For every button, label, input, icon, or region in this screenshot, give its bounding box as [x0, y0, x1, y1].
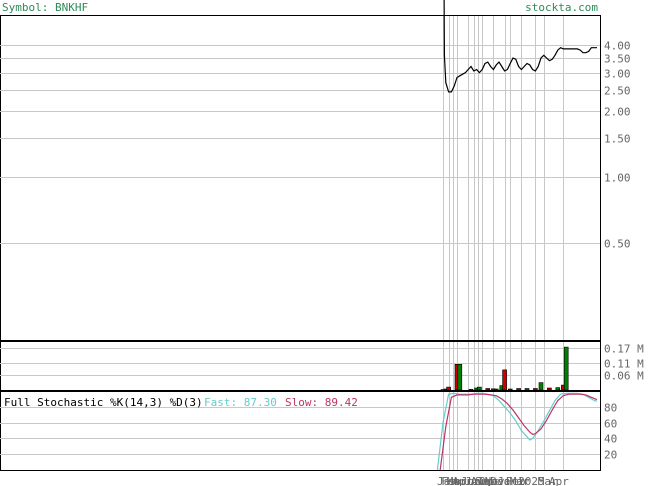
- x-tick-label: Dec: [490, 475, 510, 486]
- price-tick-label: 2.00: [604, 106, 631, 119]
- volume-bar: [547, 387, 552, 391]
- volume-bar: [477, 386, 482, 391]
- volume-tick-label: 0.11 M: [604, 358, 644, 371]
- price-tick-label: 3.50: [604, 53, 631, 66]
- volume-bar: [446, 386, 451, 391]
- x-tick-label: Jan: [497, 475, 517, 486]
- volume-panel: [440, 346, 569, 391]
- x-tick-label: Feb: [506, 475, 526, 486]
- price-tick-label: 0.50: [604, 238, 631, 251]
- axis-labels: 4.003.50 3.00 2.50 2.00 1.50 1.00 0.50 0.17 M 0.…: [437, 40, 644, 486]
- volume-bar: [468, 388, 474, 391]
- stochastic-fast-label: Fast: 87.30: [204, 396, 277, 409]
- stochastic-fast-line: [436, 392, 598, 470]
- stochastic-panel: [436, 392, 598, 470]
- stochastic-slow-label: Slow: 89.42: [285, 396, 358, 409]
- volume-tick-label: 0.17 M: [604, 343, 644, 356]
- price-tick-label: 2.50: [604, 85, 631, 98]
- stochastic-tick-label: 80: [604, 402, 617, 415]
- price-panel: [443, 0, 597, 93]
- price-tick-label: 1.00: [604, 172, 631, 185]
- volume-bar: [524, 388, 530, 391]
- volume-bar: [502, 369, 507, 391]
- stochastic-tick-label: 40: [604, 433, 617, 446]
- volume-bar: [507, 388, 513, 391]
- stochastic-frame: [0, 391, 601, 471]
- volume-bar: [533, 388, 538, 391]
- x-tick-label: Apr: [549, 475, 569, 486]
- x-tick-label: Aug: [471, 475, 491, 486]
- x-tick-label: Mar: [447, 475, 467, 486]
- x-tick-label: Apr: [452, 475, 472, 486]
- price-series-line: [443, 0, 597, 93]
- x-tick-label: Jul: [465, 475, 485, 486]
- volume-frame: [0, 341, 601, 391]
- volume-bar: [555, 387, 561, 391]
- volume-bar: [516, 388, 521, 391]
- stochastic-tick-label: 60: [604, 418, 617, 431]
- x-tick-label: 2025: [518, 475, 545, 486]
- stochastic-title: Full Stochastic %K(14,3) %D(3): [4, 396, 203, 409]
- x-tick-label: Sep: [475, 475, 495, 486]
- volume-tick-label: 0.06 M: [604, 370, 644, 383]
- x-tick-label: Mar: [510, 475, 530, 486]
- symbol-label: Symbol: BNKHF: [2, 1, 88, 14]
- volume-bar: [493, 388, 499, 391]
- x-tick-label: Oct: [479, 475, 499, 486]
- stochastic-tick-label: 20: [604, 449, 617, 462]
- x-tick-label: Mar: [538, 475, 558, 486]
- stochastic-slow-line: [439, 393, 598, 470]
- x-tick-label: Feb: [441, 475, 461, 486]
- price-tick-label: 4.00: [604, 40, 631, 53]
- volume-bar: [485, 388, 491, 391]
- x-tick-label: Jan: [437, 475, 457, 486]
- volume-bar: [538, 382, 544, 391]
- volume-bar: [457, 363, 463, 391]
- x-tick-label: Nov: [485, 475, 505, 486]
- volume-bar: [563, 346, 569, 391]
- x-tick-label: Jun: [461, 475, 481, 486]
- site-label: stockta.com: [525, 1, 598, 14]
- price-tick-label: 1.50: [604, 133, 631, 146]
- price-tick-label: 3.00: [604, 68, 631, 81]
